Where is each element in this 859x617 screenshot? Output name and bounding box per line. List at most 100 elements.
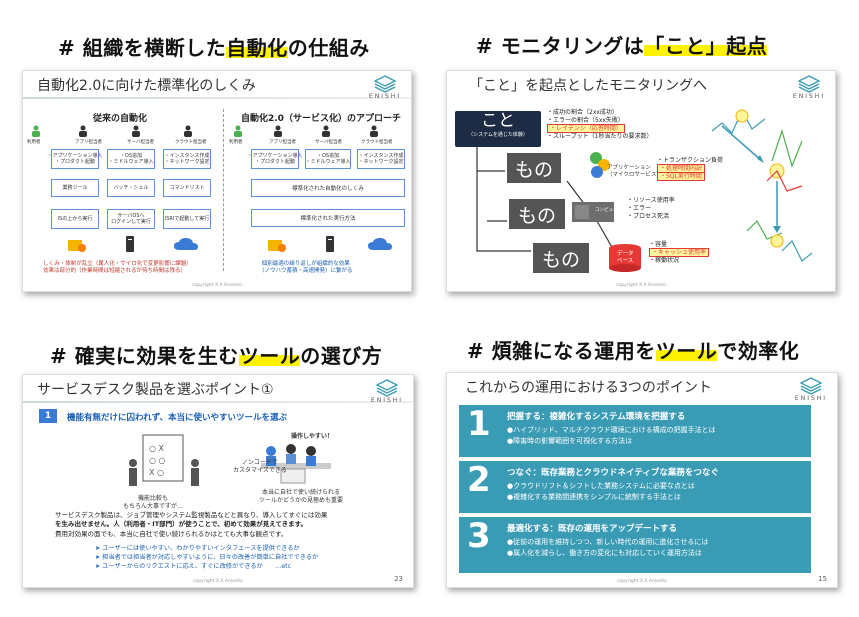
bullet: ・成功の割合（2xx成功） bbox=[547, 109, 618, 116]
slide-three-points[interactable]: これからの運用における3つのポイント ENISHI 1 把握する：複雑化するシス… bbox=[446, 372, 838, 588]
logo-text: ENISHI bbox=[368, 93, 402, 100]
heading-text: # 煩雑になる運用を bbox=[467, 339, 656, 363]
heading-text: # モニタリングは bbox=[476, 34, 645, 58]
enishi-logo: ENISHI bbox=[367, 75, 403, 100]
slide-automation[interactable]: 自動化2.0に向けた標準化のしくみ ENISHI 従来の自動化 自動化2.0（サ… bbox=[22, 70, 412, 292]
logo-text: ENISHI bbox=[792, 93, 826, 100]
slide-title: これからの運用における3つのポイント bbox=[465, 380, 712, 396]
copyright: copyright X.X Aniseito bbox=[193, 579, 243, 584]
folder-gear-icon bbox=[268, 240, 286, 252]
exec-box: ISRIで起動して実行 bbox=[163, 209, 211, 229]
point-row: 3 最適化する：既存の運用をアップデートする ●従前の運用を維持しつつ、新しい時… bbox=[459, 517, 811, 573]
highlight-bullet: ・SQL実行時間 bbox=[657, 172, 705, 182]
note-line: 効果は部分的（作業時間は短縮されるが待ち時間は残る） bbox=[43, 268, 187, 275]
body-line: サービスデスク製品は、ジョブ管理やシステム監視製品などと異なり、導入してすぐには… bbox=[55, 511, 328, 519]
heading-text: で効率化 bbox=[717, 339, 800, 363]
bullet: ・稼働状況 bbox=[649, 257, 680, 265]
app-bullets: ・トランザクション負荷 ・処理時間内訳 ・SQL実行時間 bbox=[657, 157, 723, 182]
list-item: ➤ ユーザーには使いやすい、わかりやすいインタフェースを提供できるか bbox=[95, 545, 300, 552]
point-heading: 最適化する：既存の運用をアップデートする bbox=[507, 524, 678, 534]
exec-box: サーバOSへ ログインして実行 bbox=[107, 209, 155, 229]
role-label: アプリ担当者 bbox=[269, 140, 296, 145]
exec-box: ISの上から実行 bbox=[51, 209, 99, 229]
bullet: ・エラーの割合（5xx失敗） bbox=[547, 117, 624, 125]
bullet: ・プロセス死活 bbox=[627, 213, 670, 221]
point-bullet: ●属人化を減らし、働き方の変化にも対応していく運用方法は bbox=[507, 549, 702, 557]
svg-text:○ X: ○ X bbox=[149, 444, 165, 453]
point-bullet: ●ハイブリッド、マルチクラウド環境における構成の把握手法とは bbox=[507, 426, 716, 434]
heading-efficiency: # 煩雑になる運用をツールで効率化 bbox=[467, 335, 799, 364]
bullet: ・リソース使用率 bbox=[627, 197, 675, 204]
svg-text:X ○: X ○ bbox=[149, 468, 164, 477]
enishi-logo: ENISHI bbox=[793, 377, 829, 402]
svg-text:○ ○: ○ ○ bbox=[149, 456, 166, 465]
user-icon bbox=[32, 125, 40, 137]
tool-box: コマンドリスト bbox=[163, 179, 211, 197]
copyright: copyright X.X Aniseito bbox=[616, 283, 666, 288]
bullet: ・容量 bbox=[649, 241, 668, 248]
caption-left: 機能比較も もちろん大事ですが… bbox=[123, 495, 183, 511]
user-icon bbox=[184, 125, 192, 137]
db-label: データ ベース bbox=[617, 251, 634, 264]
logo-text: ENISHI bbox=[794, 395, 828, 402]
heading-highlight: 「こと」起点 bbox=[644, 34, 768, 58]
heading-highlight: ツール bbox=[655, 339, 718, 363]
body-text: サービスデスク製品は、ジョブ管理やシステム監視製品などと異なり、導入してすぐには… bbox=[55, 511, 327, 539]
caption-line: カスタマイズできる bbox=[233, 466, 287, 474]
cloud-icon bbox=[174, 238, 198, 250]
database-icon bbox=[609, 244, 641, 272]
caption-line: ノンコードで bbox=[241, 459, 278, 466]
point-number: 1 bbox=[467, 404, 491, 444]
note-line: （ノウハウ蓄積・高速開発）に繋がる bbox=[259, 268, 353, 275]
heading-text: # 確実に効果を生む bbox=[50, 344, 239, 368]
logo-text: ENISHI bbox=[370, 397, 404, 404]
enishi-logo: ENISHI bbox=[369, 379, 405, 404]
heading-monitoring: # モニタリングは「こと」起点 bbox=[476, 30, 768, 59]
point-bullet: ●障害時の影響範囲を可視化する方法は bbox=[507, 437, 633, 445]
point-heading: 機能有無だけに囚われず、本当に使いやすいツールを選ぶ bbox=[67, 413, 287, 423]
heading-text: の選び方 bbox=[300, 344, 383, 368]
slide-monitoring[interactable]: 「こと」を起点としたモニタリングへ ENISHI こと （システムを通じた体験）… bbox=[446, 70, 836, 292]
heading-highlight: ツール bbox=[238, 344, 301, 368]
bullet: ・処理時間内訳 bbox=[657, 164, 723, 174]
enishi-logo: ENISHI bbox=[791, 75, 827, 100]
role-label: クラウド担当者 bbox=[175, 140, 207, 145]
point-row: 2 つなぐ：既存業務とクラウドネイティブな業務をつなぐ ●クラウドリフト＆シフト… bbox=[459, 461, 811, 513]
caption-line: もちろん大事ですが… bbox=[123, 502, 184, 510]
list-item: ➤ 担当者では担当者が対応しやすいように、日々の改善が簡単に自社でできるか bbox=[95, 553, 319, 561]
note-line: しくみ・体制が乱立（属人化・サイロ化で変更影響に課題） bbox=[43, 261, 192, 267]
heading-automation: # 組織を横断した自動化の仕組み bbox=[58, 32, 370, 61]
user-icon bbox=[370, 125, 378, 137]
server-icon bbox=[326, 236, 334, 252]
column-divider bbox=[223, 109, 224, 271]
bullet: ・エラー bbox=[627, 205, 652, 213]
page-number: 23 bbox=[394, 575, 403, 583]
task-box: ・OS追加 ・ミドルウェア導入 bbox=[305, 149, 351, 169]
heading-highlight: 自動化 bbox=[226, 36, 288, 60]
slide-title: 自動化2.0に向けた標準化のしくみ bbox=[37, 78, 256, 94]
role-label: サーバ担当者 bbox=[315, 140, 342, 145]
standard-automation-box: 標準化された自動化のしくみ bbox=[251, 179, 405, 197]
db-bullets: ・容量 ・キャッシュ使用率 ・稼働状況 bbox=[649, 241, 710, 265]
note-line: 個別最適の繰り返しが組織的な効果 bbox=[261, 261, 350, 267]
compute-bullets: ・リソース使用率 ・エラー ・プロセス死活 bbox=[627, 197, 675, 221]
slide-tool-selection[interactable]: サービスデスク製品を選ぶポイント① ENISHI 1 機能有無だけに囚われず、本… bbox=[22, 374, 414, 588]
page-number: 15 bbox=[818, 575, 827, 583]
role-label: クラウド担当者 bbox=[361, 140, 393, 145]
point-bullet: ●クラウドリフト＆シフトした業務システムに必要な点とは bbox=[507, 482, 695, 490]
bullet: ・SQL実行時間 bbox=[657, 172, 723, 182]
title-underline bbox=[23, 401, 413, 403]
role-label: 利用者 bbox=[229, 140, 243, 145]
copyright: copyright X.X Aniseito bbox=[617, 579, 667, 584]
bubble-easy: 操作しやすい！ bbox=[291, 433, 333, 440]
label-line: （マイクロサービス） bbox=[607, 171, 662, 178]
heading-text: の仕組み bbox=[287, 36, 370, 60]
tool-box: バッチ・シェル bbox=[107, 179, 155, 197]
point-heading: つなぐ：既存業務とクラウドネイティブな業務をつなぐ bbox=[507, 468, 719, 478]
highlight-bullet: ・キャッシュ使用率 bbox=[649, 248, 710, 258]
task-box: ・アプリケーション導入 ・プロダクト起動 bbox=[248, 149, 302, 169]
task-box: ・アプリケーション導入 ・プロダクト起動 bbox=[48, 149, 102, 169]
title-underline bbox=[23, 97, 411, 99]
heading-tool-selection: # 確実に効果を生むツールの選び方 bbox=[50, 340, 382, 369]
point-bullet: ●複雑化する業務間連携をシンプルに統制する手法とは bbox=[507, 493, 681, 501]
